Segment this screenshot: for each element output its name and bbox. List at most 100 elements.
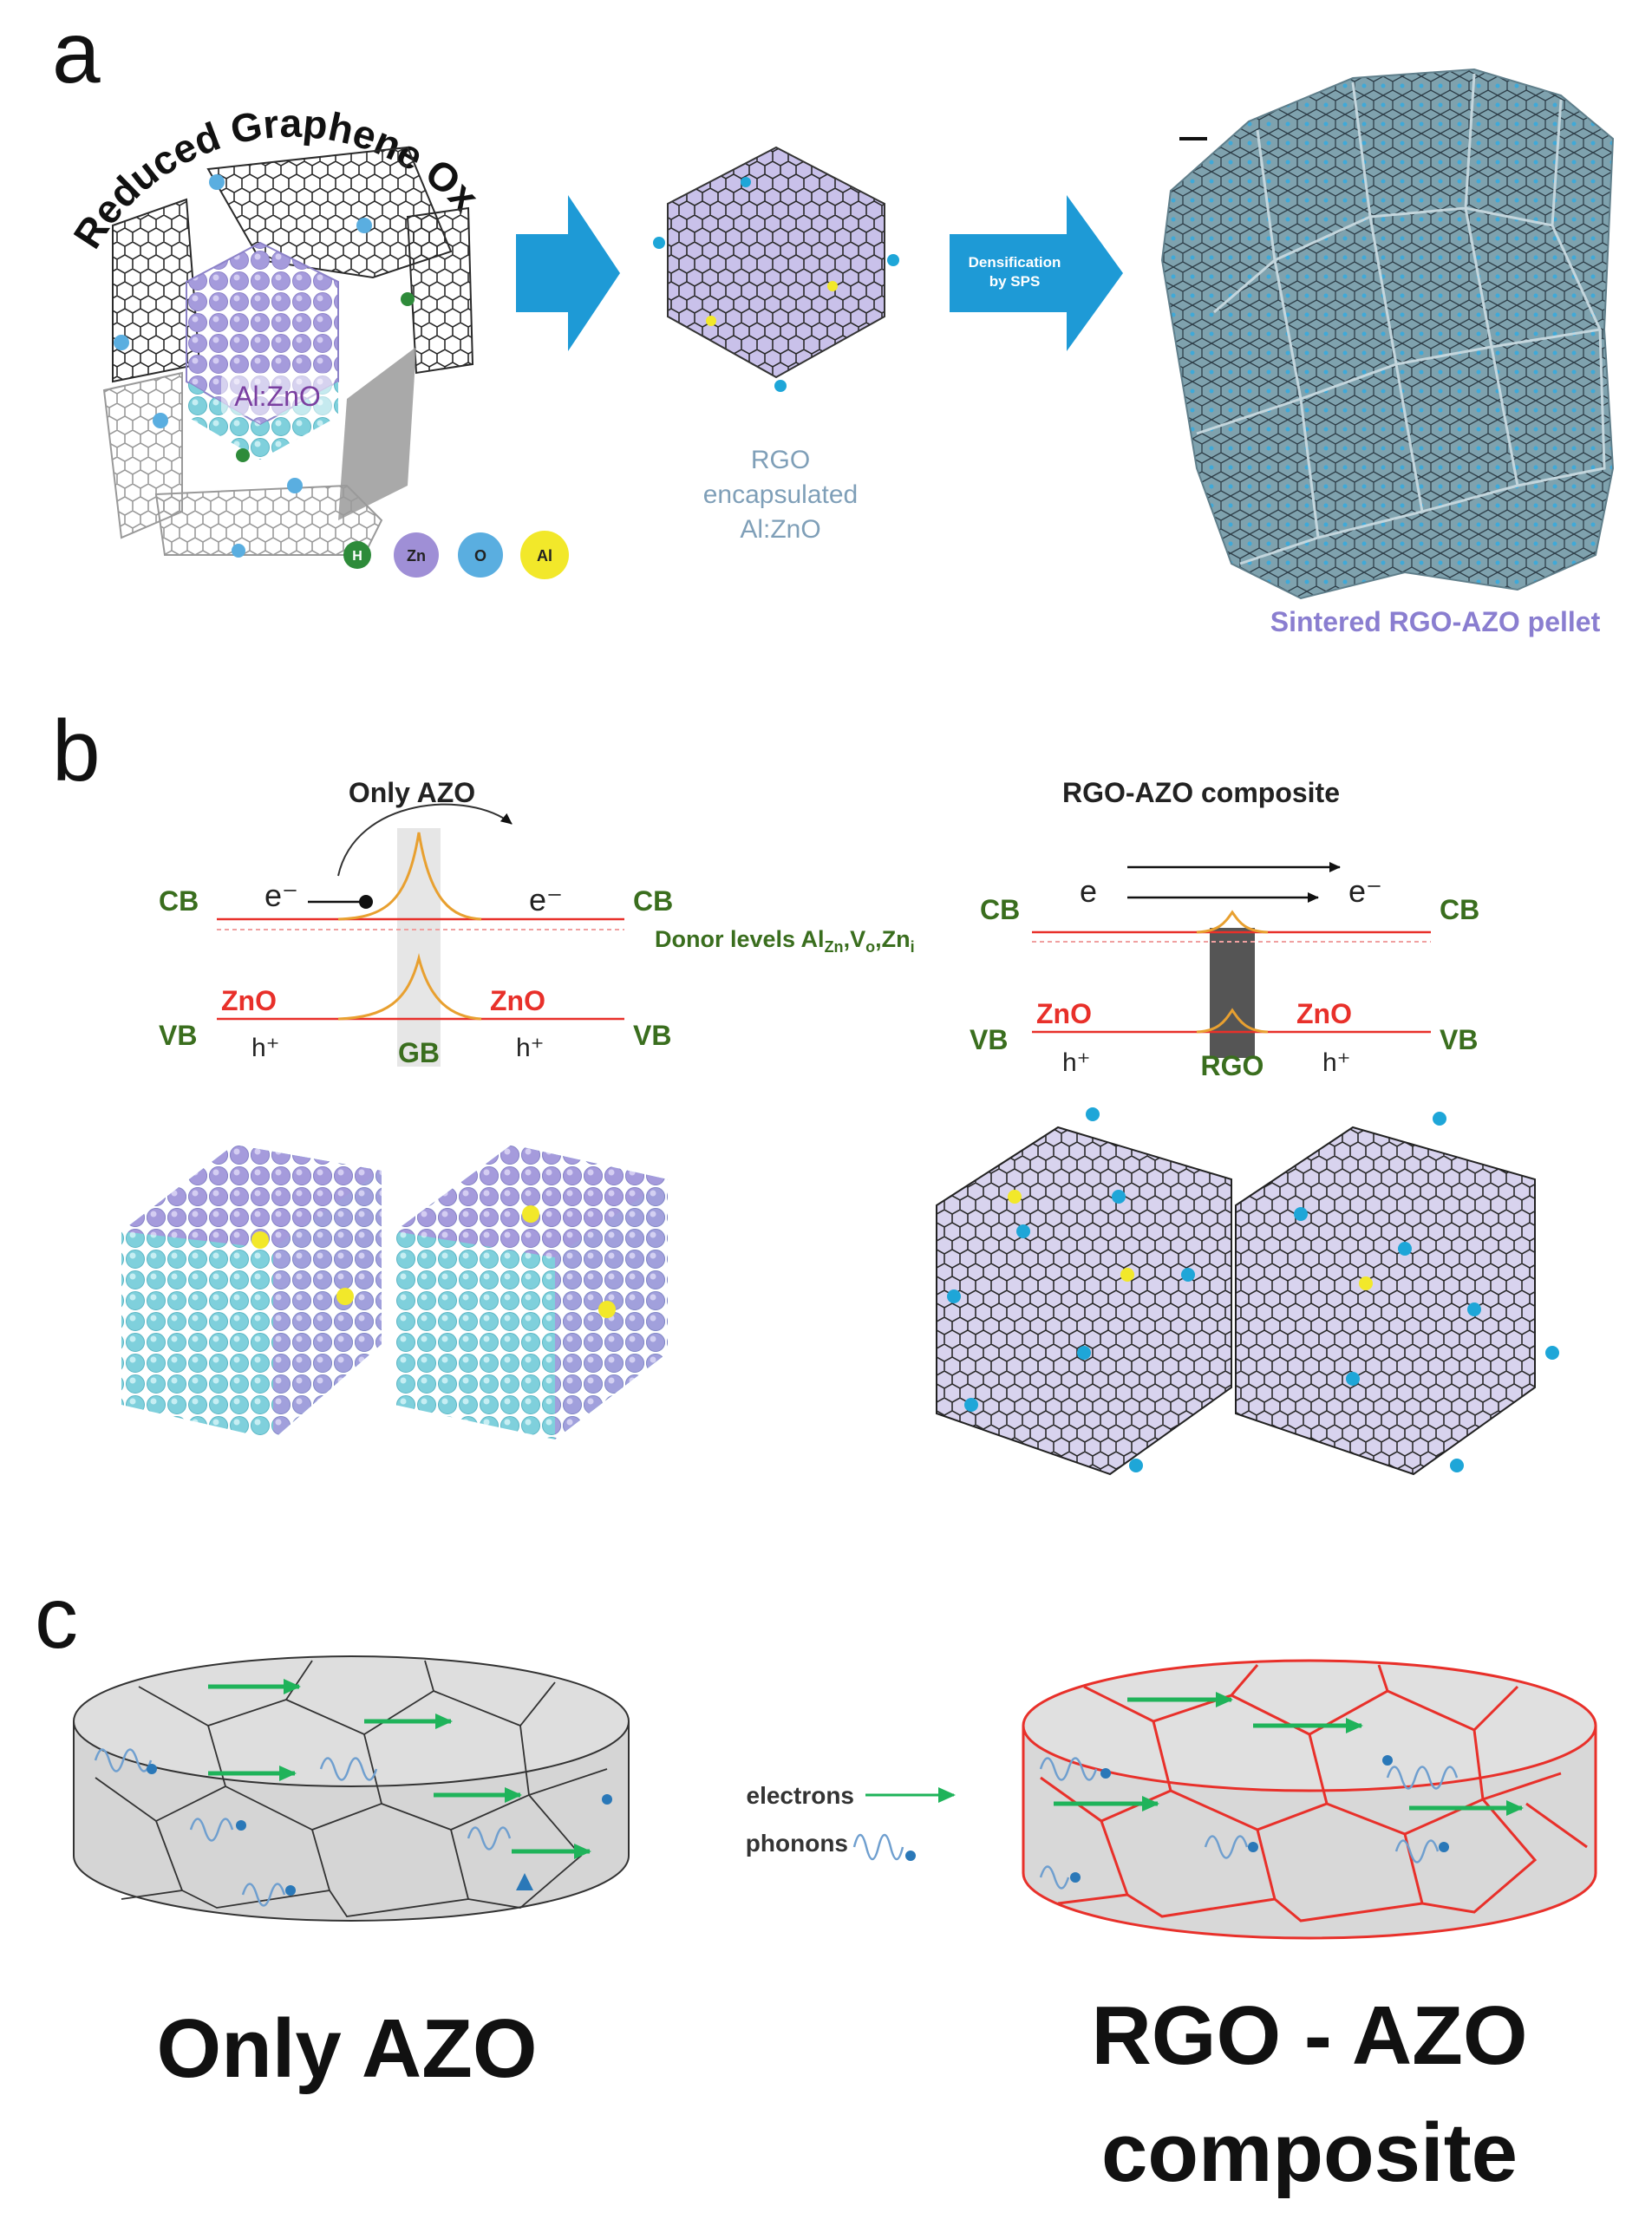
phonon-wave-icon	[1394, 1839, 1440, 1864]
phonon-scatter-dot	[1100, 1768, 1111, 1779]
right-e-label-l: e	[1080, 873, 1097, 909]
o-atom	[1450, 1459, 1464, 1472]
azo-grain-1-face	[273, 1171, 382, 1439]
left-zno-label-l: ZnO	[221, 985, 277, 1016]
o-atom	[1467, 1302, 1481, 1316]
o-atom	[232, 544, 245, 558]
left-e-label-r: e⁻	[529, 882, 563, 917]
phonon-scatter-dot	[602, 1794, 612, 1805]
phonon-wave-icon	[1386, 1766, 1459, 1790]
al-atom	[706, 316, 716, 326]
right-e-label-r: e⁻	[1348, 873, 1382, 909]
atom-legend: H Zn O Al	[343, 531, 569, 579]
gb-region	[397, 828, 441, 1067]
rgo-sheets-exploded	[102, 146, 474, 556]
label-rgo-azo-line1: RGO - AZO	[1091, 1989, 1527, 2082]
right-cb-label-r: CB	[1440, 894, 1479, 925]
donor-levels-label: Donor levels AlZn,Vo,Zni	[655, 926, 915, 956]
donor-zn: ,Zn	[875, 926, 911, 952]
o-atom	[1433, 1112, 1446, 1126]
right-vb-label-r: VB	[1440, 1024, 1478, 1055]
phonon-scatter-dot	[236, 1820, 246, 1831]
azo-core-side-left	[186, 382, 260, 460]
legend-al-label: Al	[537, 547, 552, 565]
label-only-azo: Only AZO	[156, 2002, 537, 2095]
o-atom	[1346, 1372, 1360, 1386]
phonon-wave-icon	[319, 1757, 378, 1781]
phonon-scatter-dot	[285, 1885, 296, 1896]
o-atom	[287, 478, 303, 493]
panel-c: c	[35, 1570, 1597, 2199]
phonon-wave-icon	[1204, 1835, 1249, 1859]
pellet-grain-edges	[1196, 73, 1606, 565]
o-atom	[1294, 1207, 1308, 1221]
phonon-scatter-dot	[147, 1764, 157, 1774]
phonon-scatter-triangle	[516, 1873, 533, 1890]
rgo-azo-pellet-cylinder	[1022, 1659, 1597, 1940]
left-grain-boundaries	[95, 1660, 608, 1917]
rgo-grain-1-shell	[936, 1126, 1232, 1476]
o-atom	[1112, 1190, 1126, 1204]
scattered-atoms	[114, 174, 415, 558]
azo-grain-1-top	[121, 1145, 382, 1249]
cb-barrier-curve	[337, 832, 482, 921]
right-vb-label-l: VB	[970, 1024, 1008, 1055]
rgo-grain-pair	[936, 1107, 1559, 1476]
azo-pellet-cylinder	[73, 1655, 630, 1922]
legend-phonon-wave-icon	[852, 1833, 904, 1861]
o-atom	[1545, 1346, 1559, 1360]
phonon-scatter-dot	[1439, 1842, 1449, 1852]
right-h-label-l: h⁺	[1062, 1048, 1091, 1077]
azo-grain-pair	[121, 1145, 668, 1439]
left-h-label-r: h⁺	[516, 1034, 545, 1062]
al-dopant	[1359, 1276, 1373, 1290]
vb-small-barrier	[1196, 1008, 1269, 1034]
panel-a-letter: a	[52, 4, 101, 101]
encap-label-2: encapsulated	[703, 480, 858, 509]
left-cb-label-r: CB	[633, 885, 673, 917]
left-e-label-l: e⁻	[264, 878, 298, 913]
left-h-label-l: h⁺	[251, 1034, 280, 1062]
right-zno-label-l: ZnO	[1036, 998, 1092, 1029]
o-atom	[356, 218, 372, 233]
legend-zn-icon	[394, 532, 439, 578]
o-atom	[209, 174, 225, 190]
o-atom	[1398, 1242, 1412, 1256]
phonon-scatter-dot	[1382, 1755, 1393, 1766]
phonon-wave-icon	[467, 1826, 512, 1851]
arrow2-label-1: Densification	[969, 254, 1061, 271]
left-zno-label-r: ZnO	[490, 985, 545, 1016]
band-diagram-only-azo: Only AZO CB CB VB VB e⁻ e⁻ ZnO ZnO h⁺ h⁺…	[159, 777, 915, 1068]
donor-sub-i: i	[911, 938, 915, 956]
phonon-wave-icon	[189, 1818, 234, 1842]
legend-phonons-label: phonons	[746, 1830, 848, 1857]
al-dopant	[598, 1301, 616, 1318]
o-atom	[653, 237, 665, 249]
label-rgo-azo-line2: composite	[1101, 2106, 1518, 2199]
phonon-wave-icon	[94, 1748, 153, 1772]
donor-v: ,V	[844, 926, 866, 952]
o-atom	[887, 254, 899, 266]
rgo-sheet-bottom	[154, 484, 383, 556]
oxygen-groups	[947, 1107, 1559, 1472]
rgo-label: RGO	[1201, 1050, 1264, 1081]
electron-dot-icon	[359, 895, 373, 909]
rgo-grain-2-shell	[1235, 1126, 1536, 1476]
al-dopant	[336, 1288, 354, 1305]
o-atom	[1129, 1459, 1143, 1472]
right-h-label-r: h⁺	[1322, 1048, 1351, 1077]
legend-al-icon	[520, 531, 569, 579]
rgo-sheet-shadow	[338, 347, 416, 520]
core-label-bg	[221, 373, 334, 416]
pellet-body	[1160, 68, 1615, 600]
al-atom	[827, 281, 838, 291]
carrier-legend: electrons phonons	[746, 1782, 956, 1861]
al-dopant	[251, 1231, 269, 1249]
cb-small-barrier	[1196, 910, 1269, 934]
right-cb-label-l: CB	[980, 894, 1020, 925]
left-vb-label-l: VB	[159, 1020, 197, 1051]
phonon-wave-icon	[1039, 1757, 1098, 1781]
rgo-encapsulated-particle	[653, 146, 899, 392]
legend-h-icon	[343, 541, 371, 569]
